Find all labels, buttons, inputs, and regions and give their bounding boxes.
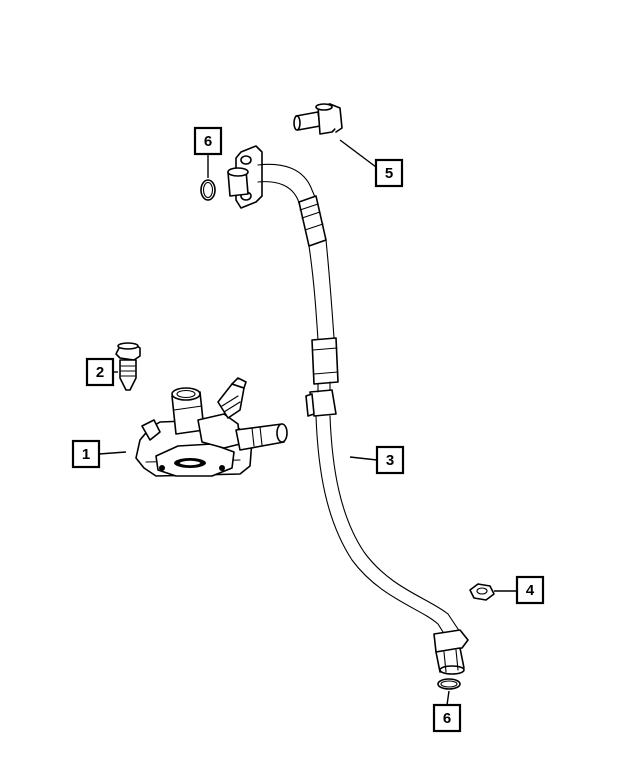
callout-2-label: 2 [96,364,104,381]
leader-5 [339,139,377,168]
leader-3 [349,456,378,461]
thermostat-housing-icon [135,377,288,477]
leader-1 [98,451,127,455]
coolant-tube-icon [227,145,469,675]
callout-4-label: 4 [526,582,535,599]
o-ring-icon [200,179,216,201]
callout-2: 2 [85,357,115,387]
callout-6-bottom: 6 [432,703,462,733]
callout-3-label: 3 [386,452,394,469]
callout-5-label: 5 [385,165,393,182]
callout-1: 1 [71,439,101,469]
callout-6-top: 6 [193,126,223,156]
leader-6-bottom [446,690,450,706]
callout-5: 5 [374,158,404,188]
flange-bolt-icon [293,103,343,135]
o-ring-icon [437,678,461,690]
callout-3: 3 [375,445,405,475]
callout-1-label: 1 [82,446,90,463]
callout-4: 4 [515,575,545,605]
bolt-icon [115,342,141,391]
callout-6-top-label: 6 [204,133,212,150]
callout-6-bottom-label: 6 [443,710,451,727]
nut-icon [469,583,495,601]
